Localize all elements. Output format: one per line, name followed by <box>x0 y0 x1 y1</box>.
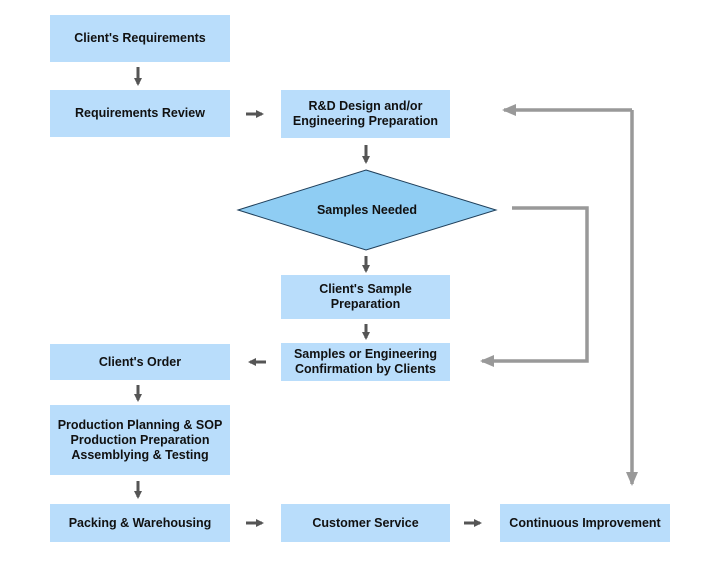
continuous-improvement-box: Continuous Improvement <box>500 504 670 542</box>
customer-service-label: Customer Service <box>312 515 419 530</box>
samples-needed-diamond <box>236 169 498 251</box>
clients-sample-preparation-line1: Client's Sample <box>319 282 412 296</box>
arrow-no-samples-to-confirmation <box>480 206 589 367</box>
requirements-review-label: Requirements Review <box>75 106 205 120</box>
continuous-improvement-label: Continuous Improvement <box>509 515 661 530</box>
packing-warehousing-box: Packing & Warehousing <box>50 504 230 542</box>
clients-sample-preparation-line2: Preparation <box>330 297 401 311</box>
production-line3: Assemblying & Testing <box>71 447 209 462</box>
production-line2: Production Preparation <box>70 432 210 447</box>
rd-design-box: R&D Design and/or Engineering Preparatio… <box>281 90 450 138</box>
clients-requirements-box: Client's Requirements <box>50 15 230 62</box>
clients-sample-preparation-box: Client's Sample Preparation <box>281 275 450 319</box>
samples-confirmation-line1: Samples or Engineering <box>293 347 438 361</box>
clients-requirements-label: Client's Requirements <box>74 31 206 45</box>
rd-design-label-line2: Engineering Preparation <box>292 114 439 128</box>
customer-service-box: Customer Service <box>281 504 450 542</box>
packing-warehousing-label: Packing & Warehousing <box>68 515 212 530</box>
samples-needed-label: Samples Needed <box>316 203 418 217</box>
clients-order-box: Client's Order <box>50 344 230 380</box>
rd-design-label-line1: R&D Design and/or <box>308 99 423 113</box>
production-box: Production Planning & SOP Production Pre… <box>50 405 230 475</box>
samples-confirmation-box: Samples or Engineering Confirmation by C… <box>281 343 450 381</box>
requirements-review-box: Requirements Review <box>50 90 230 137</box>
clients-order-label: Client's Order <box>98 354 182 369</box>
samples-confirmation-line2: Confirmation by Clients <box>295 362 436 376</box>
production-line1: Production Planning & SOP <box>57 417 223 432</box>
